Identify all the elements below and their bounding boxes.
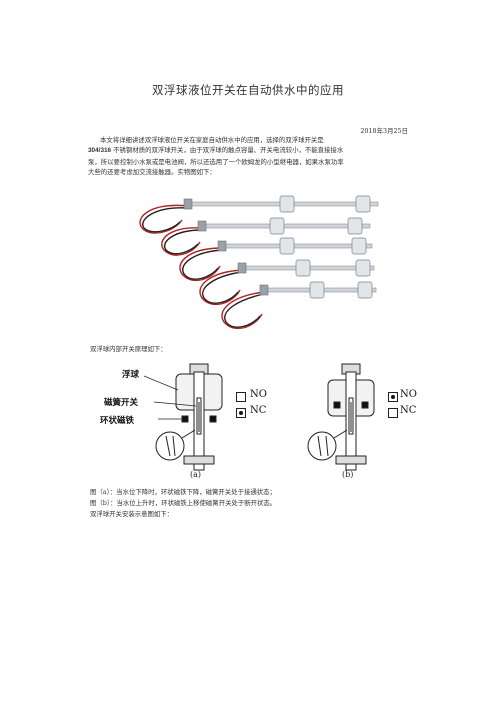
switch-principle-diagram: 浮球 磁簧开关 环状磁铁 NO NC (a) (b): [98, 362, 398, 484]
legend-no-a: NO: [250, 389, 267, 400]
intro-line-2: 304/316 不锈钢材质的双浮球开关，由于双浮球的触点容量、开关电流较小，不能…: [88, 145, 410, 156]
intro-line-4: 大些的还要考虑加交流接触器。实物图如下：: [88, 168, 216, 177]
legend-nc-b: NC: [400, 405, 417, 416]
caption-b-label: (b): [342, 470, 354, 479]
document-title: 双浮球液位开关在自动供水中的应用: [152, 83, 344, 97]
label-ring-magnet: 环状磁铁: [100, 416, 135, 426]
install-heading: 双浮球开关安装示意图如下：: [90, 510, 174, 518]
legend-nc-box-b: [388, 408, 398, 418]
legend-active-dot-icon: [239, 411, 243, 415]
legend-no-box-b: [388, 392, 398, 402]
product-photo: [139, 195, 379, 330]
legend-no-box-a: [236, 392, 246, 402]
caption-a-label: (a): [190, 470, 202, 479]
principle-heading: 双浮球内部开关原理如下：: [90, 345, 167, 353]
legend-nc-box-a: [236, 408, 246, 418]
document-date: 2018年3月25日: [360, 127, 408, 135]
caption-a-text: 图（a）：当水位下降时，环状磁铁下降，磁簧开关处于接通状态；: [90, 488, 276, 496]
material-code: 304/316: [88, 147, 112, 155]
intro-paragraph: 本文将详细讲述双浮球液位开关在家庭自动供水中的应用，选择的双浮球开关是 304/…: [88, 135, 410, 178]
intro-line-1: 本文将详细讲述双浮球液位开关在家庭自动供水中的应用，选择的双浮球开关是: [100, 136, 324, 144]
caption-b-text: 图（b）：当水位上升时，环状磁铁上移使磁簧开关处于断开状态。: [90, 499, 277, 507]
legend-no-b: NO: [400, 389, 417, 400]
diagram-drawing: [143, 363, 375, 471]
intro-line-2-text: 不锈钢材质的双浮球开关，由于双浮球的触点容量、开关电流较小，不能直接接水: [113, 146, 344, 155]
intro-line-3: 泵，所以要控制小水泵或是电池阀，所以还选用了一个欧姆龙的小型继电器，如果水泵功率: [88, 157, 344, 166]
legend-nc-a: NC: [250, 405, 267, 416]
label-reed-switch: 磁簧开关: [104, 398, 139, 408]
legend-active-dot-icon: [391, 395, 395, 399]
label-float: 浮球: [122, 370, 140, 380]
